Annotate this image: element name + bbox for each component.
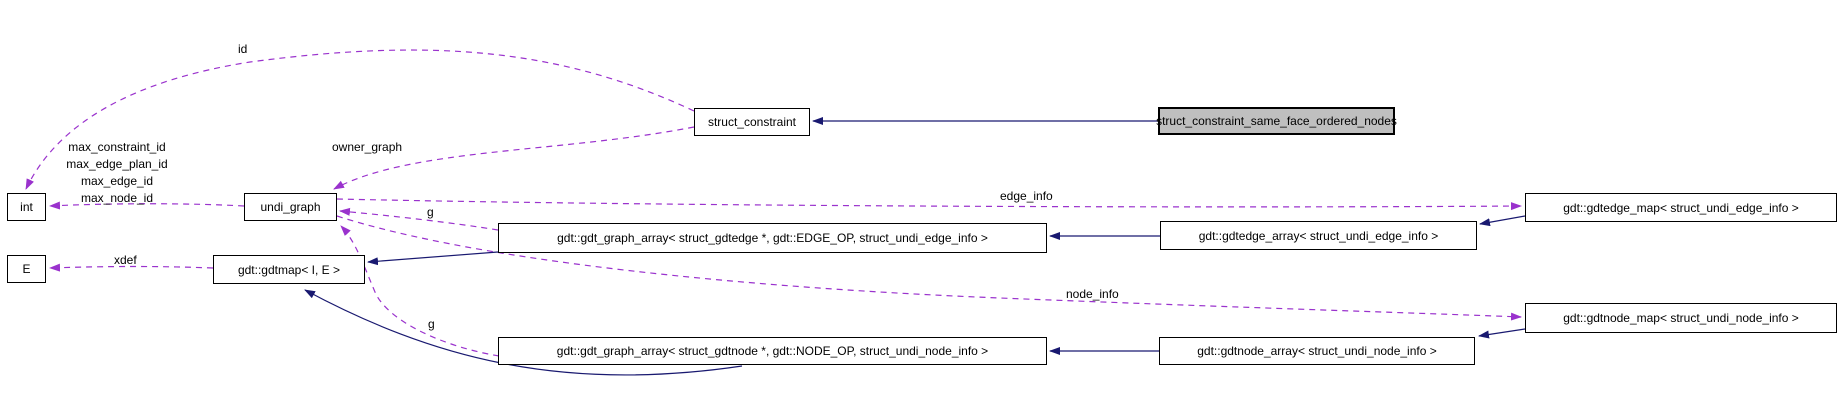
node-gdtnode-array[interactable]: gdt::gdtnode_array< struct_undi_node_inf… xyxy=(1159,337,1475,365)
edge-label-xdef: xdef xyxy=(114,253,137,267)
edge-g-edge-array xyxy=(339,207,499,231)
node-struct-constraint[interactable]: struct_constraint xyxy=(694,108,810,136)
edge-label-g-node: g xyxy=(428,317,435,331)
edge-label-node-info: node_info xyxy=(1066,287,1119,301)
edge-g-node-array xyxy=(340,225,500,357)
node-gdtnode-map[interactable]: gdt::gdtnode_map< struct_undi_node_info … xyxy=(1525,303,1837,333)
node-gdt-graph-array-node[interactable]: gdt::gdt_graph_array< struct_gdtnode *, … xyxy=(498,337,1047,365)
edge-edge-info xyxy=(336,198,1522,211)
edge-label-g-edge: g xyxy=(427,205,434,219)
node-gdt-graph-array-edge[interactable]: gdt::gdt_graph_array< struct_gdtedge *, … xyxy=(498,223,1047,253)
node-struct-constraint-same-face-ordered-nodes: struct_constraint_same_face_ordered_node… xyxy=(1156,107,1397,135)
node-gdtmap[interactable]: gdt::gdtmap< I, E > xyxy=(213,255,365,284)
inherit-edge-map-to-edge-array xyxy=(1479,215,1526,227)
node-gdtedge-map[interactable]: gdt::gdtedge_map< struct_undi_edge_info … xyxy=(1525,193,1837,222)
inherit-node-map-to-node-array xyxy=(1478,328,1526,339)
edge-label-max-ids: max_constraint_id max_edge_plan_id max_e… xyxy=(66,140,168,205)
edge-owner-graph xyxy=(333,126,695,190)
edge-label-id: id xyxy=(238,42,248,56)
node-undi-graph[interactable]: undi_graph xyxy=(244,193,337,221)
edge-label-owner-graph: owner_graph xyxy=(332,140,403,154)
edge-label-edge-info: edge_info xyxy=(1000,189,1053,203)
node-int[interactable]: int xyxy=(7,193,46,221)
node-gdtedge-array[interactable]: gdt::gdtedge_array< struct_undi_edge_inf… xyxy=(1160,221,1477,250)
inherit-graph-array-edge-to-gdtmap xyxy=(367,251,499,266)
node-e[interactable]: E xyxy=(7,255,46,283)
